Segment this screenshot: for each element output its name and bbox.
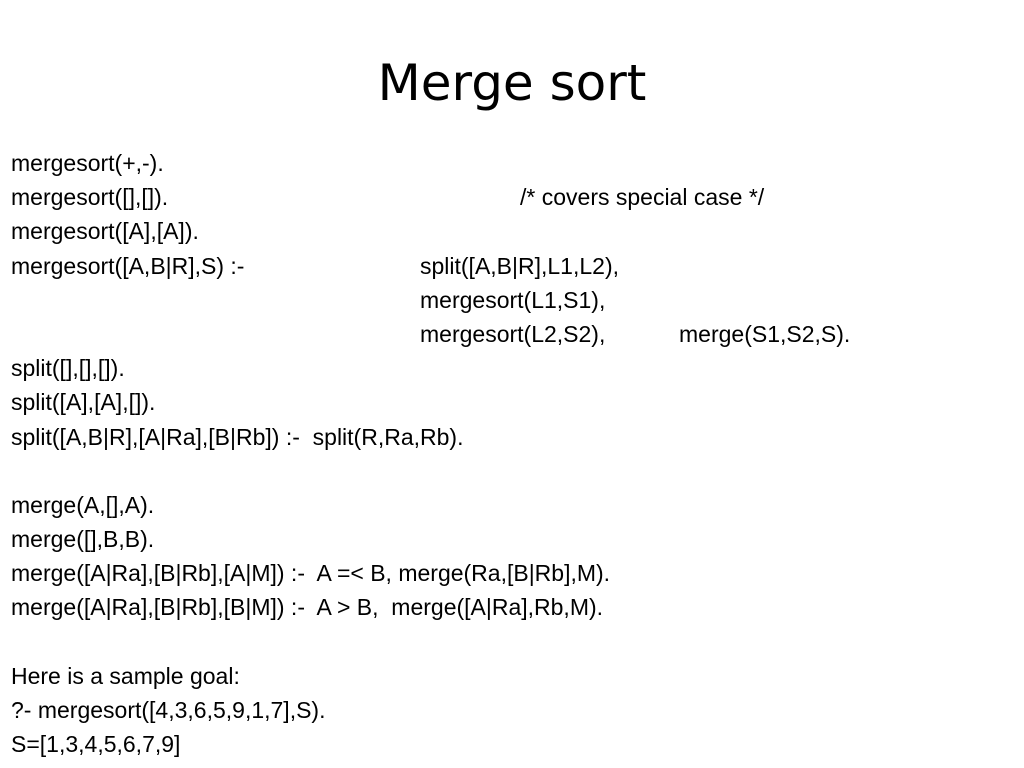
code-text: merge([A|Ra],[B|Rb],[B|M]) :- A > B, mer… xyxy=(11,594,604,621)
code-line-rule-sort2: mergesort(L2,S2), merge(S1,S2,S). xyxy=(11,317,1011,351)
code-goal: merge(S1,S2,S). xyxy=(679,320,851,347)
code-text: mergesort([],[]). xyxy=(11,184,169,211)
code-text: mergesort(+,-). xyxy=(11,150,164,176)
code-goal: mergesort(L2,S2), xyxy=(420,320,606,347)
blank-line xyxy=(11,625,1011,659)
code-line-split-1: split([],[],[]). xyxy=(11,351,1011,385)
code-line-base-single: mergesort([A],[A]). xyxy=(11,214,1011,248)
sample-intro-text: Here is a sample goal: xyxy=(11,662,240,689)
code-line-merge-4: merge([A|Ra],[B|Rb],[B|M]) :- A > B, mer… xyxy=(11,590,1011,624)
sample-query-text: ?- mergesort([4,3,6,5,9,1,7],S). xyxy=(11,697,326,723)
code-text: split([A],[A],[]). xyxy=(11,389,156,416)
code-text: merge(A,[],A). xyxy=(11,491,155,518)
code-text: merge([],B,B). xyxy=(11,526,155,553)
code-line-rule-sort1: mergesort(L1,S1), xyxy=(11,283,1011,317)
code-line-merge-2: merge([],B,B). xyxy=(11,522,1011,556)
code-line-merge-1: merge(A,[],A). xyxy=(11,488,1011,522)
sample-query: ?- mergesort([4,3,6,5,9,1,7],S). xyxy=(11,693,1011,727)
blank-line xyxy=(11,454,1011,488)
code-line-split-3: split([A,B|R],[A|Ra],[B|Rb]) :- split(R,… xyxy=(11,420,1011,454)
code-goal: mergesort(L1,S1), xyxy=(420,286,606,313)
sample-intro: Here is a sample goal: xyxy=(11,659,1011,693)
sample-answer-text: S=[1,3,4,5,6,7,9] xyxy=(11,731,181,758)
code-line-merge-3: merge([A|Ra],[B|Rb],[A|M]) :- A =< B, me… xyxy=(11,556,1011,590)
code-text: split([A,B|R],[A|Ra],[B|Rb]) :- split(R,… xyxy=(11,423,464,450)
code-line-base-empty: mergesort([],[]). /* covers special case… xyxy=(11,180,1011,214)
sample-answer: S=[1,3,4,5,6,7,9] xyxy=(11,727,1011,761)
code-line-mode-decl: mergesort(+,-). xyxy=(11,146,1011,180)
code-text: mergesort([A,B|R],S) :- xyxy=(11,252,245,279)
slide-body: mergesort(+,-). mergesort([],[]). /* cov… xyxy=(11,146,1011,761)
code-line-split-2: split([A],[A],[]). xyxy=(11,385,1011,419)
code-comment: /* covers special case */ xyxy=(520,184,765,211)
code-text: split([],[],[]). xyxy=(11,355,125,382)
slide-title: Merge sort xyxy=(377,54,647,112)
code-text: merge([A|Ra],[B|Rb],[A|M]) :- A =< B, me… xyxy=(11,560,611,587)
code-line-rule-head: mergesort([A,B|R],S) :- split([A,B|R],L1… xyxy=(11,249,1011,283)
code-text: mergesort([A],[A]). xyxy=(11,218,199,245)
code-goal: split([A,B|R],L1,L2), xyxy=(420,252,619,279)
